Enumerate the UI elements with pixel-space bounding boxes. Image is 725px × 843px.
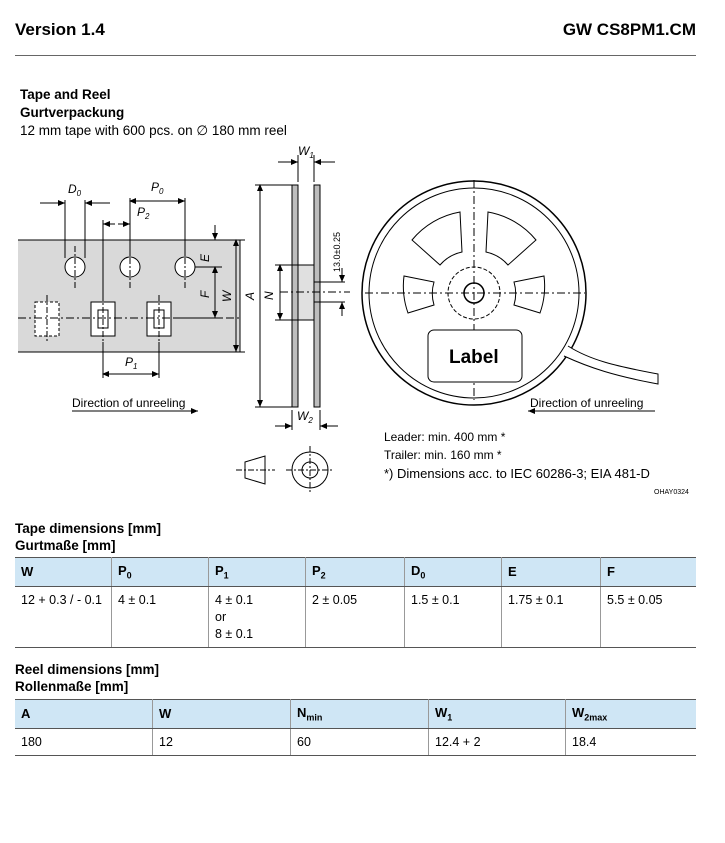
trailer-note: Trailer: min. 160 mm * xyxy=(384,448,502,462)
cell-nmin: 60 xyxy=(290,728,429,756)
tape-direction-label: Direction of unreeling xyxy=(72,396,185,410)
col-p0: P0 xyxy=(111,557,209,587)
reel-dimensions-table: A W Nmin W1 W2max 180 12 60 12.4 + 2 18.… xyxy=(15,699,696,756)
cell-e: 1.75 ± 0.1 xyxy=(501,586,601,648)
reel-table-title-de: Rollenmaße [mm] xyxy=(15,679,129,694)
w2-label: W2 xyxy=(297,409,313,425)
w1-label: W1 xyxy=(298,144,314,160)
col-d0: D0 xyxy=(404,557,502,587)
d0-label: D0 xyxy=(68,182,82,198)
cell-f: 5.5 ± 0.05 xyxy=(600,586,696,648)
table-header-row: W P0 P1 P2 D0 E F xyxy=(15,557,696,587)
col-a: A xyxy=(15,699,153,729)
cell-w: 12 xyxy=(152,728,291,756)
col-p1: P1 xyxy=(208,557,306,587)
cell-w2max: 18.4 xyxy=(565,728,696,756)
tape-view xyxy=(18,198,245,414)
cell-p1: 4 ± 0.1 or 8 ± 0.1 xyxy=(208,586,306,648)
reel-symbol xyxy=(236,446,334,494)
p0-label: P0 xyxy=(151,180,164,196)
f-label: F xyxy=(198,290,212,298)
section-title-en: Tape and Reel xyxy=(20,87,111,102)
col-p2: P2 xyxy=(305,557,405,587)
col-nmin: Nmin xyxy=(290,699,429,729)
cell-a: 180 xyxy=(15,728,153,756)
p2-label: P2 xyxy=(137,205,150,221)
hub-width-label: 13.0±0.25 xyxy=(332,232,342,272)
tape-table-title: Tape dimensions [mm] Gurtmaße [mm] xyxy=(15,520,161,554)
label-box-text: Label xyxy=(449,347,499,368)
e-label: E xyxy=(198,253,212,262)
leader-note: Leader: min. 400 mm * xyxy=(384,430,506,444)
standards-footnote: *) Dimensions acc. to IEC 60286-3; EIA 4… xyxy=(384,466,650,481)
drawing-code: OHAY0324 xyxy=(654,489,689,496)
reel-direction-label: Direction of unreeling xyxy=(530,396,643,410)
tape-table-title-de: Gurtmaße [mm] xyxy=(15,538,116,553)
p1-label: P1 xyxy=(125,355,137,371)
reel-front-view xyxy=(361,180,659,414)
tape-dimensions-table: W P0 P1 P2 D0 E F 12 + 0.3 / - 0.1 4 ± 0… xyxy=(15,557,696,648)
col-f: F xyxy=(600,557,696,587)
version-label: Version 1.4 xyxy=(15,20,105,39)
tape-reel-drawing: D0 P0 P2 P1 E F W Direction of unreeling xyxy=(18,144,689,496)
section-title-de: Gurtverpackung xyxy=(20,105,125,120)
a-label: A xyxy=(243,292,257,301)
col-w1: W1 xyxy=(428,699,566,729)
col-e: E xyxy=(501,557,601,587)
cell-p0: 4 ± 0.1 xyxy=(111,586,209,648)
intro-section: Tape and Reel Gurtverpackung 12 mm tape … xyxy=(20,86,287,140)
tape-table-title-en: Tape dimensions [mm] xyxy=(15,521,162,536)
part-number: GW CS8PM1.CM xyxy=(562,20,696,39)
col-w: W xyxy=(15,557,112,587)
w-label: W xyxy=(220,289,234,302)
cell-p2: 2 ± 0.05 xyxy=(305,586,405,648)
table-row: 12 + 0.3 / - 0.1 4 ± 0.1 4 ± 0.1 or 8 ± … xyxy=(15,586,696,648)
reel-table-title: Reel dimensions [mm] Rollenmaße [mm] xyxy=(15,661,159,695)
header-divider xyxy=(15,55,696,56)
packaging-description: 12 mm tape with 600 pcs. on ∅ 180 mm ree… xyxy=(20,123,287,138)
cell-w: 12 + 0.3 / - 0.1 xyxy=(15,586,112,648)
reel-table-title-en: Reel dimensions [mm] xyxy=(15,662,160,677)
reel-side-view xyxy=(255,155,350,430)
n-label: N xyxy=(262,291,276,300)
table-header-row: A W Nmin W1 W2max xyxy=(15,699,696,729)
table-row: 180 12 60 12.4 + 2 18.4 xyxy=(15,728,696,756)
col-w: W xyxy=(152,699,291,729)
cell-w1: 12.4 + 2 xyxy=(428,728,566,756)
cell-d0: 1.5 ± 0.1 xyxy=(404,586,502,648)
col-w2max: W2max xyxy=(565,699,696,729)
